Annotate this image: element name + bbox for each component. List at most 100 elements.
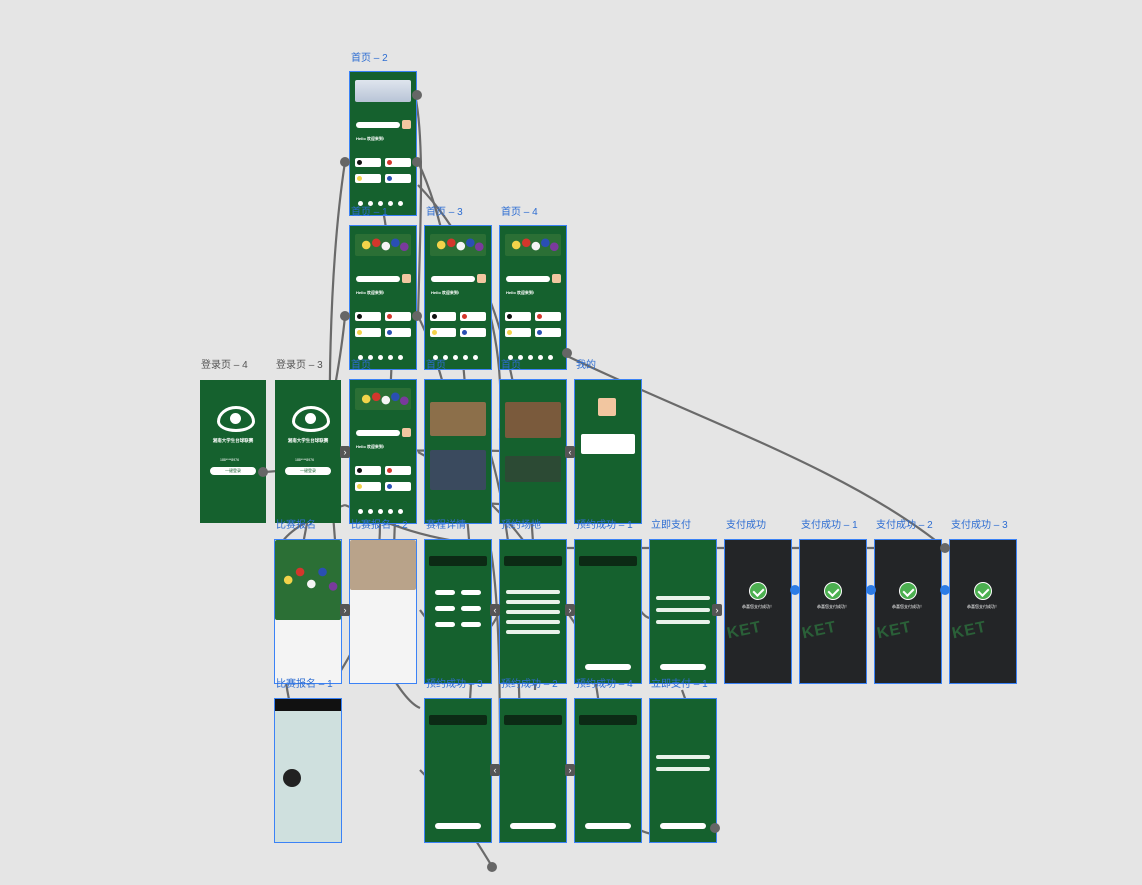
input-field[interactable] (656, 755, 710, 759)
feature-card[interactable] (355, 312, 381, 321)
frame-pay-ok[interactable]: 恭喜您支付成功！ KET (724, 539, 792, 684)
frame-booking-4[interactable] (574, 698, 642, 843)
time-pill[interactable] (435, 606, 455, 611)
frame-label-booking-3[interactable]: 预约成功 – 3 (426, 679, 483, 690)
feature-card[interactable] (535, 328, 561, 337)
frame-mine[interactable] (574, 379, 642, 524)
frame-news[interactable] (424, 379, 492, 524)
time-pill[interactable] (461, 590, 481, 595)
connector-handle[interactable] (412, 90, 422, 100)
frame-match-detail[interactable] (424, 539, 492, 684)
connector-handle[interactable] (412, 311, 422, 321)
time-pill[interactable] (461, 606, 481, 611)
search-input[interactable] (431, 276, 475, 282)
frame-label-home-3[interactable]: 首页 – 3 (426, 207, 463, 218)
chevron-right-icon[interactable]: › (565, 604, 575, 616)
feature-card[interactable] (430, 312, 456, 321)
frame-home-3[interactable]: Hello 欢迎来到! (424, 225, 492, 370)
frame-booking[interactable] (499, 539, 567, 684)
frame-label-match-signup-1[interactable]: 比赛报名 – 1 (276, 679, 333, 690)
frame-label-mine[interactable]: 我的 (576, 360, 596, 371)
frame-home-2[interactable]: Hello 欢迎来到! (349, 71, 417, 216)
frame-home[interactable]: Hello 欢迎来到! (349, 379, 417, 524)
frame-label-pay-now-1[interactable]: 立即支付 – 1 (651, 679, 708, 690)
slot-row[interactable] (506, 610, 560, 614)
frame-home-1[interactable]: Hello 欢迎来到! (349, 225, 417, 370)
frame-pay-now[interactable] (649, 539, 717, 684)
feature-card[interactable] (460, 328, 486, 337)
chevron-right-icon[interactable]: › (340, 604, 350, 616)
frame-pay-ok-3[interactable]: 恭喜您支付成功！ KET (949, 539, 1017, 684)
time-pill[interactable] (461, 622, 481, 627)
feature-card[interactable] (535, 312, 561, 321)
avatar[interactable] (402, 274, 411, 283)
pay-button[interactable] (660, 823, 706, 829)
slot-row[interactable] (506, 620, 560, 624)
avatar[interactable] (402, 120, 411, 129)
frame-label-home[interactable]: 首页 (351, 360, 371, 371)
frame-label-match-signup-2[interactable]: 比赛报名 – 2 (351, 520, 408, 531)
feature-card[interactable] (385, 312, 411, 321)
connector-handle[interactable] (412, 157, 422, 167)
frame-label-login-3[interactable]: 登录页 – 3 (276, 360, 323, 371)
connector-handle[interactable] (940, 543, 950, 553)
connector-handle[interactable] (340, 311, 350, 321)
date-bar[interactable] (579, 556, 637, 566)
frame-match-signup-2[interactable] (349, 539, 417, 684)
frame-label-pay-ok-2[interactable]: 支付成功 – 2 (876, 520, 933, 531)
frame-label-pay-now[interactable]: 立即支付 (651, 520, 691, 531)
frame-pay-ok-2[interactable]: 恭喜您支付成功！ KET (874, 539, 942, 684)
frame-pay-ok-1[interactable]: 恭喜您支付成功！ KET (799, 539, 867, 684)
chevron-right-icon[interactable]: › (712, 604, 722, 616)
feature-card[interactable] (385, 482, 411, 491)
frame-booking-1[interactable] (574, 539, 642, 684)
frame-match-signup[interactable] (274, 539, 342, 684)
feature-card[interactable] (355, 328, 381, 337)
input-field[interactable] (656, 608, 710, 612)
feature-card[interactable] (385, 174, 411, 183)
frame-login-4[interactable]: 湘南大学生台球联赛 188****8976 一键登录 (200, 380, 266, 523)
avatar[interactable] (402, 428, 411, 437)
feature-card[interactable] (355, 174, 381, 183)
frame-booking-3[interactable] (424, 698, 492, 843)
frame-label-home-b[interactable]: 首页 (426, 360, 446, 371)
frame-label-booking-4[interactable]: 预约成功 – 4 (576, 679, 633, 690)
one-click-login-button[interactable]: 一键登录 (285, 467, 331, 475)
chevron-left-icon[interactable]: ‹ (490, 764, 500, 776)
frame-label-booking[interactable]: 预约场地 (501, 520, 541, 531)
chevron-right-icon[interactable]: › (565, 764, 575, 776)
connector-handle[interactable] (710, 823, 720, 833)
connector-handle[interactable] (940, 585, 950, 595)
frame-pay-now-1[interactable] (649, 698, 717, 843)
frame-booking-2[interactable] (499, 698, 567, 843)
feature-card[interactable] (505, 328, 531, 337)
frame-label-pay-ok[interactable]: 支付成功 (726, 520, 766, 531)
input-field[interactable] (656, 596, 710, 600)
search-input[interactable] (356, 276, 400, 282)
search-input[interactable] (356, 430, 400, 436)
profile-card[interactable] (581, 434, 635, 454)
frame-label-login-4[interactable]: 登录页 – 4 (201, 360, 248, 371)
slot-row[interactable] (506, 590, 560, 594)
frame-home-4[interactable]: Hello 欢迎来到! (499, 225, 567, 370)
connector-handle[interactable] (258, 467, 268, 477)
avatar[interactable] (477, 274, 486, 283)
confirm-button[interactable] (585, 823, 631, 829)
search-input[interactable] (506, 276, 550, 282)
one-click-login-button[interactable]: 一键登录 (210, 467, 256, 475)
profile-avatar[interactable] (598, 398, 616, 416)
search-input[interactable] (356, 122, 400, 128)
connector-handle[interactable] (340, 157, 350, 167)
input-field[interactable] (656, 767, 710, 771)
feature-card[interactable] (355, 482, 381, 491)
date-bar[interactable] (504, 715, 562, 725)
confirm-button[interactable] (435, 823, 481, 829)
feature-card[interactable] (505, 312, 531, 321)
date-bar[interactable] (429, 556, 487, 566)
slot-row[interactable] (506, 600, 560, 604)
feature-card[interactable] (385, 328, 411, 337)
feature-card[interactable] (460, 312, 486, 321)
connector-handle[interactable] (487, 862, 497, 872)
chevron-right-icon[interactable]: › (340, 446, 350, 458)
confirm-button[interactable] (510, 823, 556, 829)
